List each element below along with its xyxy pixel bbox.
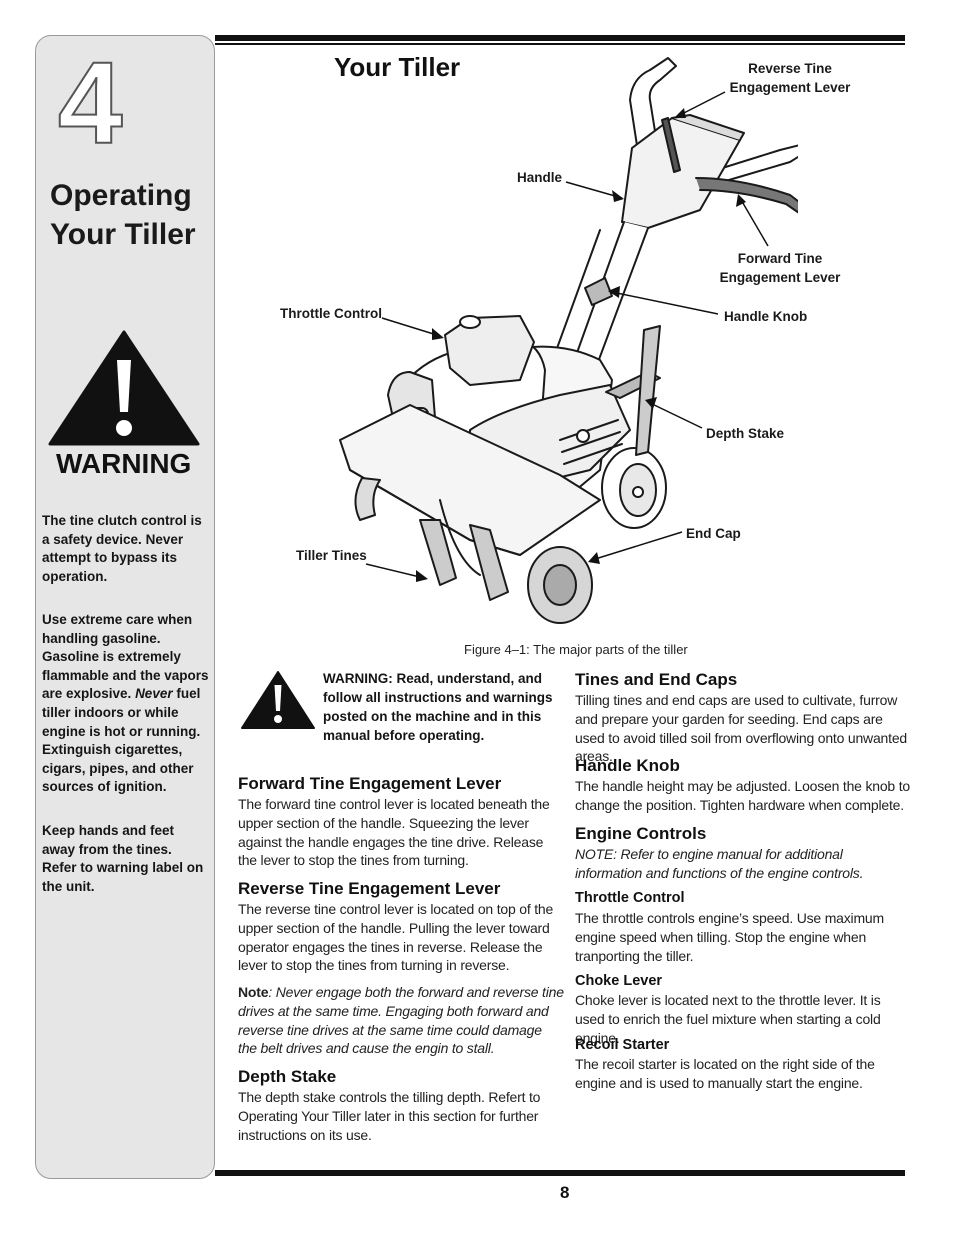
operating-warning-text: WARNING: Read, understand, and follow al… [323,671,553,743]
bottom-rule [215,1170,905,1176]
note-label: Note [238,984,269,1000]
label-forward-lever-line2: Engagement Lever [719,270,841,285]
heading-handle-knob: Handle Knob [575,756,680,775]
body-throttle-control: The throttle controls engine’s speed. Us… [575,910,884,964]
label-reverse-lever: Reverse Tine Engagement Lever [728,59,852,97]
heading-forward-lever: Forward Tine Engagement Lever [238,774,502,793]
sidebar-note-gasoline-part2: fuel tiller indoors or while engine is h… [42,686,201,795]
body-tines-end-caps: Tilling tines and end caps are used to c… [575,692,907,765]
body-handle-knob: The handle height may be adjusted. Loose… [575,778,910,813]
body-choke-lever: Choke lever is located next to the throt… [575,992,881,1046]
warning-heading: WARNING [56,448,192,479]
warning-triangle-small-icon [241,671,315,729]
body-depth-stake: The depth stake controls the tilling dep… [238,1089,541,1143]
chapter-title-line1: Operating [50,179,192,212]
top-rule-thin [215,43,905,45]
heading-engine-controls: Engine Controls [575,824,707,843]
heading-tines-end-caps: Tines and End Caps [575,670,738,689]
heading-reverse-lever: Reverse Tine Engagement Lever [238,879,501,898]
tiller-illustration [339,57,798,624]
label-depth-stake: Depth Stake [706,426,785,441]
warning-triangle-icon [48,330,200,446]
body-forward-lever: The forward tine control lever is locate… [238,796,550,869]
note-engine-controls: NOTE: Refer to engine manual for additio… [575,846,864,881]
body-recoil-starter: The recoil starter is located on the rig… [575,1056,875,1091]
label-throttle-control: Throttle Control [280,306,382,321]
sidebar-note-gasoline-part1: Use extreme care when handling gasoline.… [42,612,209,702]
label-handle-knob: Handle Knob [724,309,808,324]
chapter-title-line2: Your Tiller [50,218,196,251]
heading-recoil-starter: Recoil Starter [575,1037,670,1053]
heading-depth-stake: Depth Stake [238,1067,337,1086]
chapter-number: 4 [57,38,123,168]
label-handle: Handle [517,170,563,185]
heading-throttle-control: Throttle Control [575,890,685,906]
page-title: Your Tiller [334,52,461,82]
label-reverse-lever-line2: Engagement Lever [729,80,851,95]
label-tiller-tines: Tiller Tines [296,548,367,563]
sidebar-note-tines: Keep hands and feet away from the tines.… [42,823,204,894]
label-forward-lever: Forward Tine Engagement Lever [718,249,842,287]
label-forward-lever-line1: Forward Tine [737,251,823,266]
sidebar-note-gasoline: Use extreme care when handling gasoline.… [42,611,210,797]
note-body: : Never engage both the forward and reve… [238,984,564,1057]
chapter-title: Operating Your Tiller [50,176,210,254]
chapter-sidebar [35,35,215,1179]
figure-caption: Figure 4–1: The major parts of the tille… [464,642,688,657]
label-end-cap: End Cap [686,526,741,541]
page-number: 8 [560,1183,570,1202]
note-both-levers: Note: Never engage both the forward and … [238,983,564,1058]
sidebar-note-clutch: The tine clutch control is a safety devi… [42,513,202,584]
sidebar-note-gasoline-emphasis: Never [135,686,173,702]
top-rule [215,35,905,41]
heading-choke-lever: Choke Lever [575,973,663,989]
body-reverse-lever: The reverse tine control lever is locate… [238,901,554,974]
label-reverse-lever-line1: Reverse Tine [748,61,832,76]
